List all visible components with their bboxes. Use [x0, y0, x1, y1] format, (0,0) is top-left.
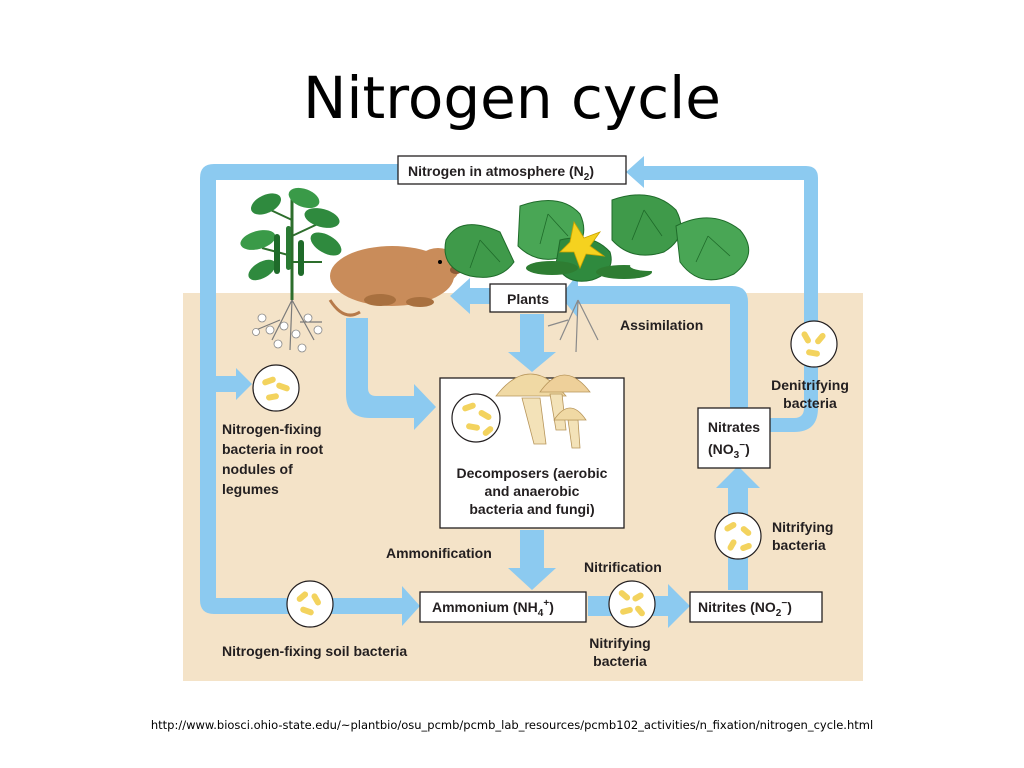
svg-text:Nitrites (NO2−): Nitrites (NO2−) [698, 598, 792, 619]
svg-text:bacteria and fungi): bacteria and fungi) [469, 501, 594, 517]
node-ammonium: Ammonium (NH4+) [419, 591, 587, 623]
svg-text:bacteria: bacteria [593, 653, 647, 669]
node-nitrites: Nitrites (NO2−) [689, 591, 823, 623]
bacteria-icon-soil [286, 580, 334, 628]
label-denitrifying-bacteria: Denitrifying bacteria [771, 377, 849, 411]
svg-text:Nitrates: Nitrates [708, 419, 760, 435]
label-nitrifying-bacteria-bottom: Nitrifying bacteria [589, 635, 650, 669]
label-nitrification: Nitrification [584, 559, 662, 575]
svg-text:legumes: legumes [222, 481, 279, 497]
arrow-assimilation [560, 274, 748, 408]
bacteria-icon-root-nodules [252, 364, 300, 412]
node-nitrates: Nitrates (NO3−) [697, 407, 771, 469]
arrow-animals-to-decomposers [346, 318, 436, 430]
svg-text:Decomposers (aerobic: Decomposers (aerobic [457, 465, 608, 481]
svg-text:Plants: Plants [507, 291, 549, 307]
source-url: http://www.biosci.ohio-state.edu/~plantb… [150, 718, 874, 732]
bacteria-icon-nitrifying-bottom [608, 580, 656, 628]
squash-plants [444, 194, 750, 353]
animal-mole [328, 246, 462, 317]
svg-text:Denitrifying: Denitrifying [771, 377, 849, 393]
mushroom-icon [495, 373, 591, 449]
bacteria-icon-nitrifying-right [714, 512, 762, 560]
svg-text:bacteria in root: bacteria in root [222, 441, 323, 457]
svg-text:(NO3−): (NO3−) [708, 440, 750, 461]
svg-text:Nitrifying: Nitrifying [589, 635, 650, 651]
svg-text:Ammonium (NH4+): Ammonium (NH4+) [432, 598, 554, 619]
node-plants: Plants [489, 283, 567, 313]
svg-text:Nitrifying: Nitrifying [772, 519, 833, 535]
arrow-ammonification [508, 530, 556, 590]
svg-text:Nitrogen-fixing: Nitrogen-fixing [222, 421, 322, 437]
arrow-to-root-nodules [216, 368, 252, 400]
svg-text:bacteria: bacteria [783, 395, 837, 411]
svg-text:Nitrogen in atmosphere (N2): Nitrogen in atmosphere (N2) [408, 163, 594, 183]
arrow-plants-to-animals [450, 278, 490, 314]
svg-text:and anaerobic: and anaerobic [485, 483, 580, 499]
legume-plant [240, 187, 342, 353]
node-atmosphere: Nitrogen in atmosphere (N2) [397, 155, 627, 185]
slide-title: Nitrogen cycle [303, 64, 721, 132]
svg-text:nodules of: nodules of [222, 461, 293, 477]
arrow-plants-to-decomposers [508, 314, 556, 372]
label-ammonification: Ammonification [386, 545, 492, 561]
label-nitrifying-bacteria-right: Nitrifying bacteria [772, 519, 833, 553]
node-decomposers: Decomposers (aerobic and anaerobic bacte… [439, 373, 625, 529]
label-assimilation: Assimilation [620, 317, 703, 333]
label-nitrogen-fixing-soil: Nitrogen-fixing soil bacteria [222, 643, 407, 659]
label-nitrogen-fixing-root: Nitrogen-fixing bacteria in root nodules… [222, 421, 323, 497]
bacteria-icon-denitrifying [790, 320, 838, 368]
bacteria-icon-decomposers [451, 393, 501, 443]
svg-text:bacteria: bacteria [772, 537, 826, 553]
